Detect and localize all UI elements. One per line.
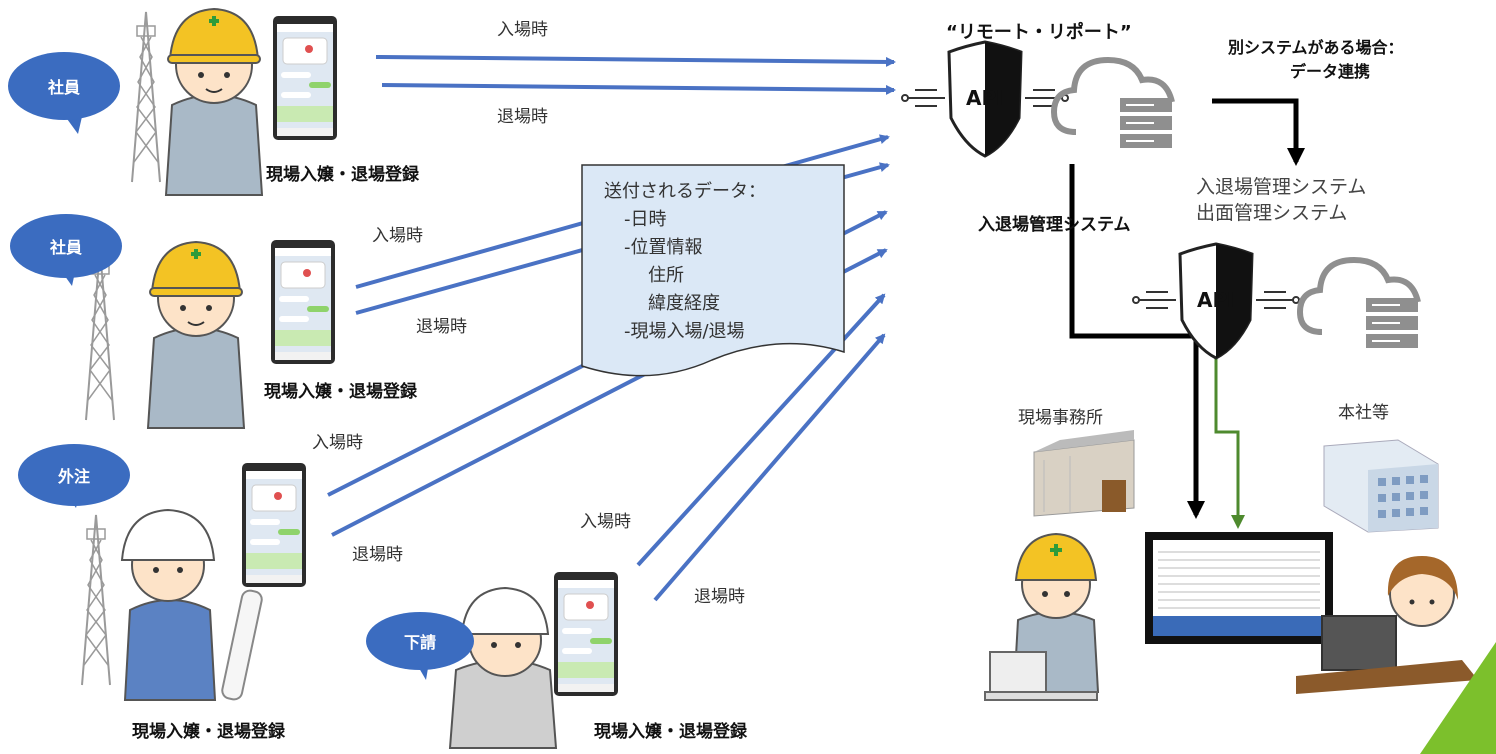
arrow-to-monitor — [1069, 164, 1205, 519]
site-office-label: 現場事務所 — [1018, 408, 1103, 428]
corner-decoration — [1420, 642, 1496, 754]
head-office-building-icon — [1323, 439, 1439, 533]
dashboard-monitor — [1145, 532, 1333, 644]
data-note: 送付されるデータ： -日時 -位置情報 住所 緯度経度 -現場入場/退場 — [604, 178, 766, 346]
data-note-shape — [581, 164, 845, 377]
cloud-server-icon — [1054, 60, 1172, 148]
worker-3-group — [81, 462, 307, 701]
arrow-label-enter-3: 入場時 — [312, 433, 363, 453]
other-system-name-line2: 出面管理システム — [1196, 202, 1348, 224]
office-woman-desk-icon — [1296, 556, 1478, 694]
link-arrows — [1069, 98, 1305, 529]
site-office-building-icon — [1033, 430, 1135, 517]
cell-tower-icon — [81, 514, 111, 686]
head-office-label: 本社等 — [1338, 403, 1389, 423]
smartphone-2-icon — [270, 239, 336, 365]
other-system-name-line1: 入退場管理システム — [1196, 176, 1367, 198]
cloud-server-2-icon — [1300, 260, 1418, 348]
arrow-worker1-exit — [381, 83, 896, 95]
remote-report-title: “リモート・リポート” — [946, 22, 1132, 43]
arrow-label-exit-2: 退場時 — [416, 317, 467, 337]
worker-2-caption: 現場入嬢・退場登録 — [264, 382, 417, 402]
worker-4-group — [448, 571, 619, 749]
data-note-item-datetime: -日時 — [624, 209, 667, 230]
worker-1-caption: 現場入嬢・退場登録 — [266, 165, 419, 185]
data-note-item-enter-exit: -現場入場/退場 — [624, 321, 745, 342]
cell-tower-icon — [85, 249, 115, 421]
other-system-heading-line1: 別システムがある場合： — [1228, 38, 1404, 57]
office-worker-laptop-icon — [984, 532, 1100, 701]
smartphone-1-icon — [272, 15, 338, 141]
cell-tower-icon — [131, 11, 161, 183]
worker-2-icon — [146, 240, 246, 430]
entry-system-label: 入退場管理システム — [978, 215, 1131, 235]
smartphone-4-icon — [553, 571, 619, 697]
badge-outsourced: 外注 — [18, 444, 130, 506]
arrow-label-enter-2: 入場時 — [372, 226, 423, 246]
arrow-label-exit-3: 退場時 — [352, 545, 403, 565]
worker-3-caption: 現場入嬢・退場登録 — [132, 722, 285, 742]
arrow-to-other-system — [1212, 98, 1305, 166]
arrow-label-exit-4: 退場時 — [694, 587, 745, 607]
api-label-2: API — [1197, 288, 1235, 312]
badge-subcontractor: 下請 — [366, 612, 474, 670]
other-system-heading-line2: データ連携 — [1290, 62, 1371, 81]
arrow-worker4-exit — [653, 333, 886, 602]
arrow-worker1-enter — [375, 55, 896, 67]
worker-3-icon — [120, 508, 263, 701]
arrow-label-exit-1: 退場時 — [497, 107, 548, 127]
arrow-label-enter-1: 入場時 — [497, 20, 548, 40]
worker-4-icon — [448, 586, 558, 749]
data-note-item-latlng: 緯度経度 — [648, 293, 720, 314]
badge-employee-2: 社員 — [10, 214, 122, 278]
smartphone-3-icon — [241, 462, 307, 588]
worker-4-caption: 現場入嬢・退場登録 — [594, 722, 747, 742]
worker-1-icon — [164, 7, 264, 197]
data-note-title: 送付されるデータ： — [604, 181, 766, 202]
data-note-item-location: -位置情報 — [624, 237, 703, 258]
data-note-item-address: 住所 — [648, 265, 684, 286]
arrow-label-enter-4: 入場時 — [580, 512, 631, 532]
green-link-arrow — [1214, 336, 1245, 529]
api-label: API — [966, 86, 1004, 110]
badge-employee-1: 社員 — [8, 52, 120, 120]
